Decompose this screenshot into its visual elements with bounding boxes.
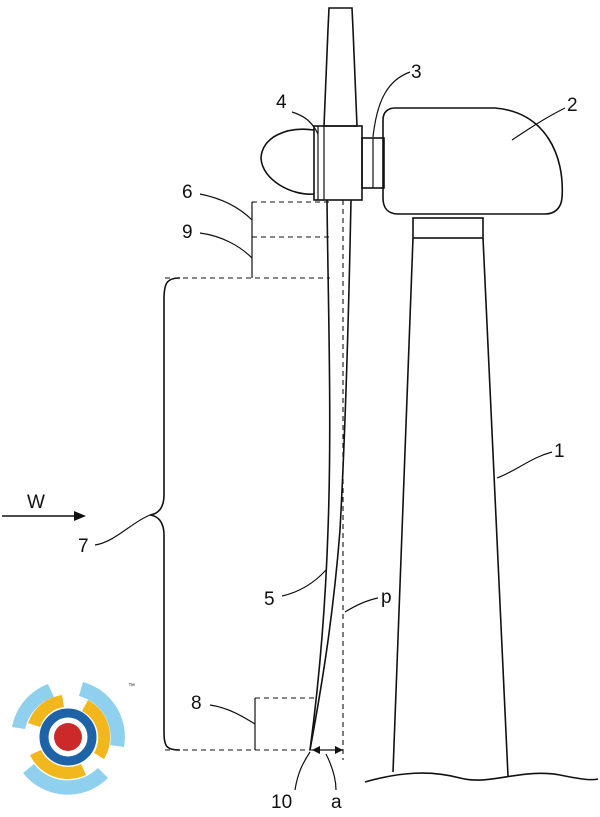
- label-clearance: a: [331, 792, 342, 813]
- logo-middle-ring: [82, 700, 111, 759]
- target-logo: ™: [12, 682, 135, 795]
- leader-5: [281, 569, 327, 597]
- leader-9: [199, 232, 253, 259]
- logo-inner-ring: [39, 708, 97, 766]
- tower: [392, 217, 509, 777]
- leader-a: [325, 753, 337, 791]
- label-tip-section: 8: [191, 693, 202, 714]
- wind-arrow: [2, 511, 86, 521]
- leader-1: [496, 451, 553, 479]
- label-blade-tip: 10: [271, 792, 292, 813]
- label-plane: p: [381, 587, 392, 608]
- mid-section-brace: [149, 277, 181, 751]
- spinner: [260, 128, 315, 195]
- label-wind: W: [27, 492, 45, 513]
- ground-line: [364, 772, 599, 783]
- leader-7: [94, 514, 151, 546]
- label-shaft: 3: [411, 62, 422, 83]
- leader-4: [291, 111, 319, 135]
- leader-6: [199, 193, 253, 221]
- label-blade: 5: [264, 589, 275, 610]
- leader-p: [344, 597, 379, 613]
- leader-3: [372, 71, 411, 138]
- blade: [309, 199, 352, 751]
- label-tower: 1: [554, 441, 565, 462]
- logo-outer-ring: [23, 764, 108, 795]
- shaft: [361, 137, 385, 189]
- leader-8: [209, 704, 256, 725]
- clearance-arrow: [312, 746, 343, 754]
- label-transition-section: 9: [182, 222, 193, 243]
- logo-outer-ring: [12, 684, 54, 729]
- leader-10: [294, 751, 311, 791]
- logo-middle-ring: [30, 750, 86, 780]
- label-mid-section: 7: [78, 536, 89, 557]
- nacelle: [382, 107, 564, 215]
- upper-blade: [323, 7, 358, 127]
- logo-middle-ring: [28, 695, 64, 727]
- label-hub: 4: [276, 92, 287, 113]
- logo-center: [54, 723, 82, 751]
- label-nacelle: 2: [567, 95, 578, 116]
- logo-outer-ring: [79, 682, 125, 747]
- leader-2: [511, 107, 566, 141]
- label-root-section: 6: [182, 182, 193, 203]
- hub: [313, 125, 363, 201]
- logo-trademark: ™: [128, 683, 135, 690]
